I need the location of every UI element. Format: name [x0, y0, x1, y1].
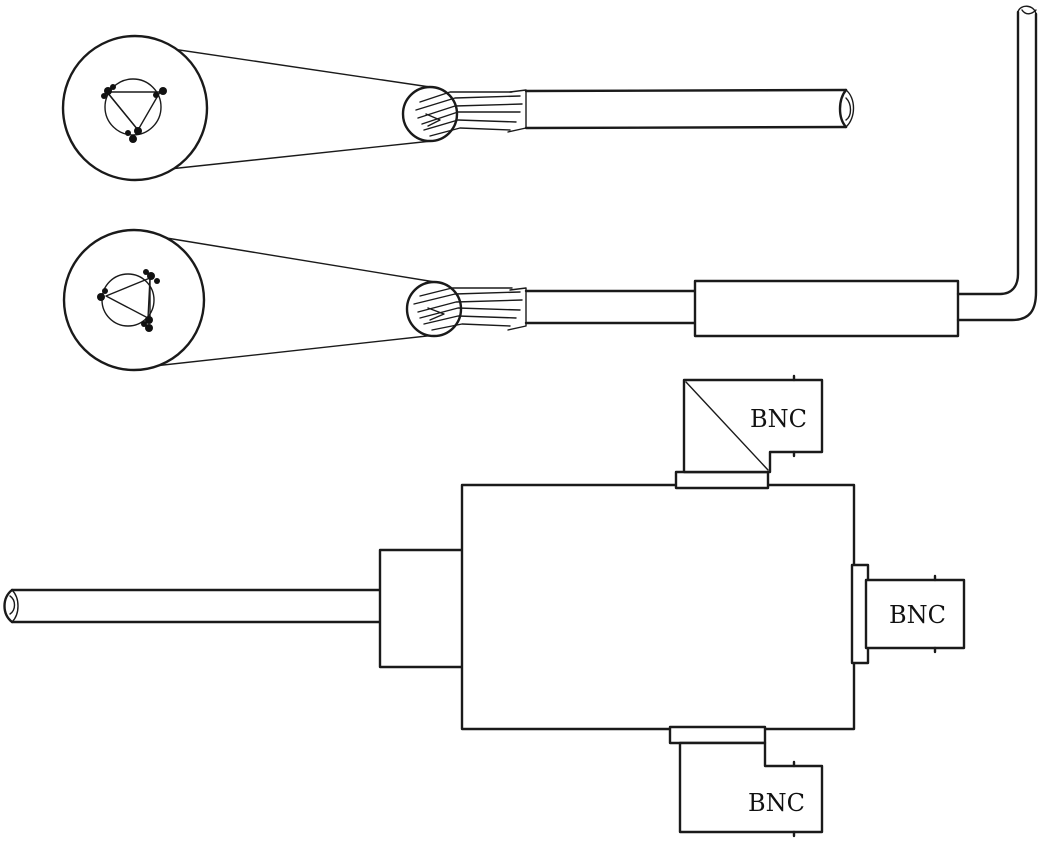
top-magnifier-line-lower [131, 140, 433, 174]
bnc-connector-bottom: BNC [668, 725, 824, 838]
middle-cross-section [62, 228, 206, 372]
middle-cable-sleeve [693, 279, 960, 338]
bnc-connector-top: BNC [674, 374, 824, 490]
bent-cable-inner [956, 10, 1020, 296]
middle-magnifier-line-upper [135, 232, 436, 283]
bnc-right-label: BNC [889, 601, 946, 629]
bnc-bottom-label: BNC [748, 789, 805, 817]
top-magnifier-line-upper [131, 42, 431, 88]
connector-housing-assembly: BNC BNC BNC [3, 374, 966, 838]
middle-stripped-end [405, 280, 527, 338]
bent-cable-outer [956, 12, 1038, 322]
bnc-top-label: BNC [750, 405, 807, 433]
top-stripped-end [401, 85, 527, 143]
middle-cable-assembly [62, 5, 1038, 372]
top-cable-assembly [61, 34, 855, 182]
top-cross-section [61, 34, 209, 182]
top-cable-jacket [524, 88, 855, 130]
cable-gland [378, 548, 466, 669]
housing-body [460, 483, 856, 731]
bent-cable-end [1017, 5, 1037, 15]
bnc-connector-right: BNC [850, 563, 966, 665]
input-cable [3, 588, 386, 624]
middle-magnifier-line-lower [135, 334, 437, 369]
